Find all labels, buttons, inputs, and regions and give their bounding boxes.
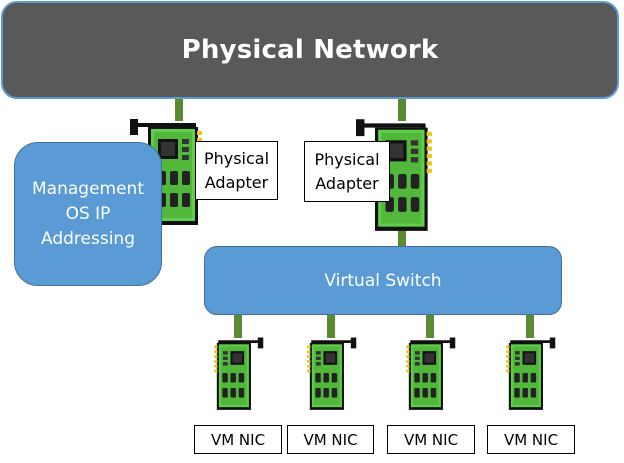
link-physnet-adapter-1 <box>175 99 183 121</box>
management-label: Management OS IP Addressing <box>32 178 144 249</box>
physical-adapter-2-label-box: Physical Adapter <box>304 141 390 202</box>
link-vswitch-nic-3 <box>426 314 434 338</box>
vm-nic-3-icon <box>406 337 456 410</box>
vm-nic-3-label: VM NIC <box>403 430 459 449</box>
vm-nic-1-icon <box>214 337 264 410</box>
management-os-ip-addressing: Management OS IP Addressing <box>14 142 162 286</box>
physical-adapter-1-label: Physical Adapter <box>203 148 270 192</box>
physical-network: Physical Network <box>1 1 619 99</box>
virtual-switch: Virtual Switch <box>204 246 562 315</box>
vm-nic-2-icon <box>307 337 357 410</box>
link-adapter-2-vswitch <box>398 225 406 247</box>
vm-nic-4-label-box: VM NIC <box>487 425 575 454</box>
physical-network-label: Physical Network <box>181 35 439 65</box>
vm-nic-2-label: VM NIC <box>303 430 358 449</box>
vm-nic-1-label: VM NIC <box>210 430 266 449</box>
vm-nic-3-label-box: VM NIC <box>387 425 475 454</box>
vm-nic-2-label-box: VM NIC <box>287 425 374 454</box>
physical-adapter-2-label: Physical Adapter <box>314 149 380 193</box>
link-vswitch-nic-4 <box>526 314 534 338</box>
vm-nic-4-icon <box>506 337 556 410</box>
link-vswitch-nic-1 <box>234 314 242 338</box>
vm-nic-4-label: VM NIC <box>503 430 559 449</box>
virtual-switch-label: Virtual Switch <box>324 270 442 291</box>
link-vswitch-nic-2 <box>327 314 335 338</box>
vm-nic-1-label-box: VM NIC <box>194 425 282 454</box>
physical-adapter-1-label-box: Physical Adapter <box>195 141 278 200</box>
link-physnet-adapter-2 <box>398 99 406 121</box>
